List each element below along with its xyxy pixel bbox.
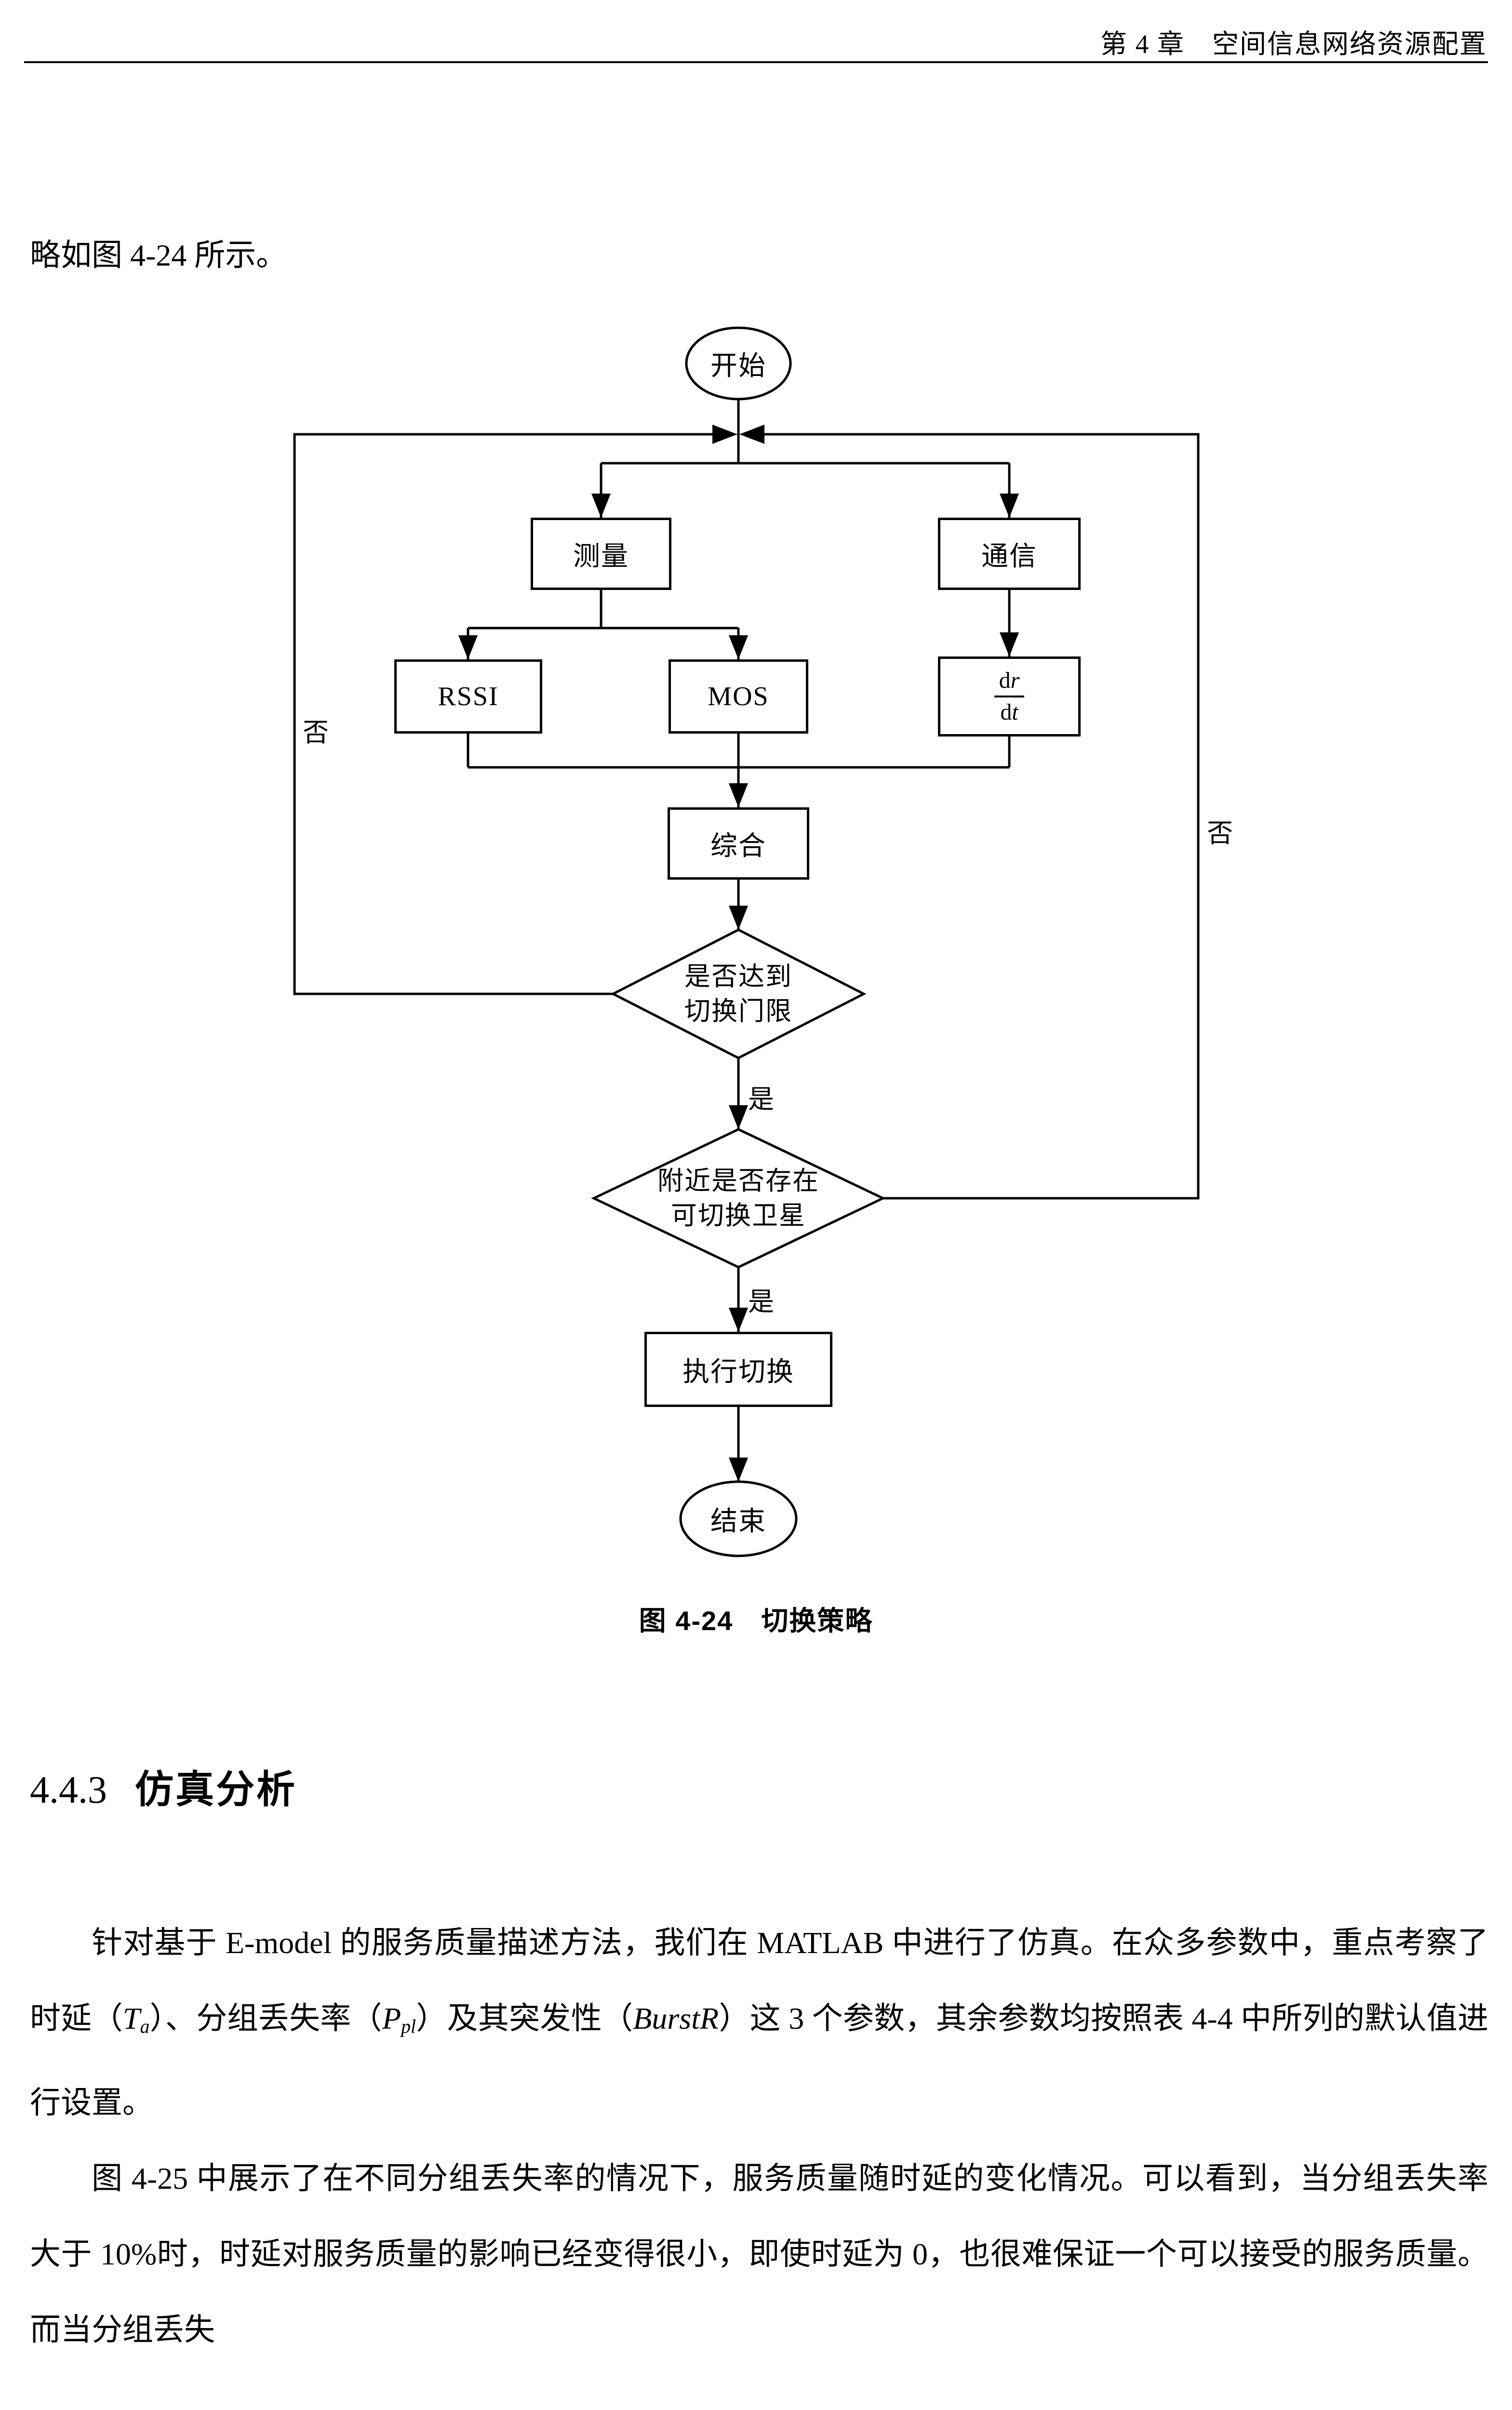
- arrowheads: [458, 425, 1019, 1482]
- end-node-label: 结束: [710, 1506, 766, 1537]
- shape-outlines: [591, 326, 886, 1557]
- dr-dt-fraction: dr dt: [994, 668, 1025, 725]
- decision2-diamond-outline: [591, 1128, 886, 1269]
- execute-node: 执行切换: [644, 1332, 832, 1407]
- feedback-line-right: [764, 433, 1200, 1200]
- mos-node: MOS: [669, 659, 808, 734]
- section-title: 仿真分析: [135, 1768, 297, 1811]
- header-rule: [24, 61, 1488, 63]
- decision1-label: 是否达到 切换门限: [684, 962, 792, 1026]
- flowchart-figure: 开始 测量 通信 RSSI MOS dr dt 综合 是否达到 切换门限 附近是…: [0, 308, 1512, 1581]
- figure-caption: 图 4-24 切换策略: [639, 1606, 873, 1636]
- paragraph-2: 图 4-25 中展示了在不同分组丢失率的情况下，服务质量随时延的变化情况。可以看…: [30, 2161, 1488, 2347]
- running-header: 第 4 章 空间信息网络资源配置: [1100, 29, 1487, 59]
- yes-label-1: 是: [748, 1085, 774, 1114]
- paragraph-1: 针对基于 E-model 的服务质量描述方法，我们在 MATLAB 中进行了仿真…: [30, 1926, 1489, 2120]
- body-text: 针对基于 E-model 的服务质量描述方法，我们在 MATLAB 中进行了仿真…: [30, 1905, 1488, 2368]
- no-label-left: 否: [303, 718, 329, 747]
- combine-node: 综合: [668, 807, 809, 880]
- no-label-right: 否: [1207, 819, 1233, 848]
- communication-node: 通信: [938, 518, 1081, 590]
- section-number: 4.4.3: [30, 1769, 107, 1811]
- decision1-diamond-outline: [610, 928, 867, 1059]
- start-ellipse-outline: [685, 326, 792, 401]
- section-heading: 4.4.3 仿真分析: [30, 1758, 297, 1814]
- flowchart-connectors: [293, 326, 1200, 1557]
- intro-text: 略如图 4-24 所示。: [30, 238, 287, 272]
- start-node-label: 开始: [710, 351, 766, 381]
- fraction-denominator: dt: [1000, 699, 1018, 725]
- rssi-node: RSSI: [394, 659, 542, 734]
- yes-label-2: 是: [748, 1287, 774, 1316]
- fraction-numerator: dr: [994, 668, 1025, 697]
- derivative-node: dr dt: [938, 656, 1081, 736]
- measure-node: 测量: [531, 518, 671, 590]
- decision2-label: 附近是否存在 可切换卫星: [657, 1166, 819, 1230]
- feedback-line-left: [293, 433, 712, 995]
